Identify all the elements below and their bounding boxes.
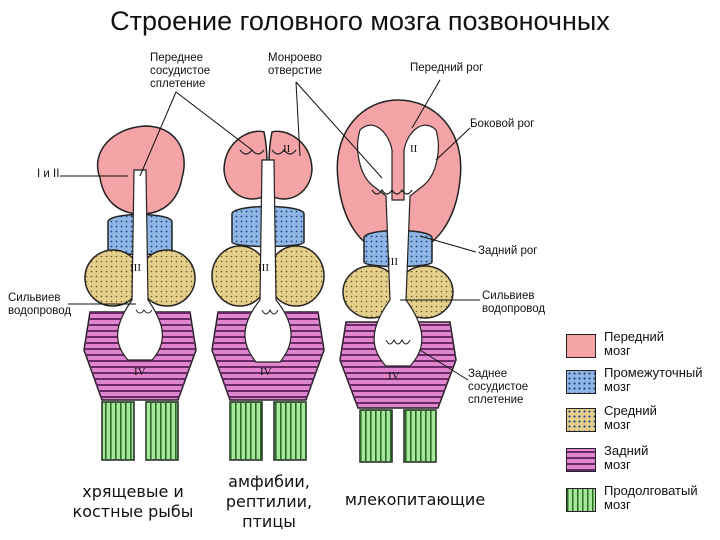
label-posterior-plexus: Заднее сосудистое сплетение [468, 368, 529, 406]
legend-label: Продолговатый мозг [604, 483, 698, 512]
roman-iii-amphibian: III [258, 262, 269, 274]
mammal-midbrain [342, 265, 454, 319]
amphibian-brain [211, 130, 325, 461]
roman-iv-fish: IV [134, 366, 146, 378]
amphibian-midbrain [211, 245, 325, 307]
roman-iii-fish: III [130, 262, 141, 274]
amphibian-medulla [229, 401, 307, 461]
amphibian-forebrain [223, 130, 313, 200]
legend-swatch [566, 370, 596, 394]
legend-swatch [566, 488, 596, 512]
mammal-brain [336, 99, 462, 463]
caption-fish: хрящевые и костные рыбы [72, 482, 194, 521]
fish-midbrain [84, 249, 196, 307]
roman-iv-mammal: IV [388, 370, 400, 382]
page-title: Строение головного мозга позвоночных [110, 6, 610, 36]
legend-item: Промежуточный мозг [566, 366, 716, 400]
roman-ii-amphibian: II [283, 143, 291, 155]
legend-label: Задний мозг [604, 443, 649, 472]
legend-item: Задний мозг [566, 444, 716, 478]
caption-amphibians: амфибии, рептилии, птицы [225, 472, 313, 531]
label-sylvian-aqueduct-left: Сильвиев водопровод [8, 292, 72, 317]
mammal-medulla [359, 409, 437, 463]
label-monro-foramen: Монроево отверстие [268, 52, 323, 77]
leader-lines [60, 79, 480, 381]
roman-iv-amphibian: IV [260, 366, 272, 378]
legend-label: Средний мозг [604, 403, 657, 432]
label-front-horn: Передний рог [410, 62, 484, 74]
amphibian-ventricle [239, 149, 297, 363]
legend-item: Средний мозг [566, 404, 716, 438]
legend-item: Передний мозг [566, 330, 716, 364]
label-one-two: I и II [37, 168, 60, 180]
legend-label: Передний мозг [604, 329, 665, 358]
legend-swatch [566, 334, 596, 358]
fish-medulla [101, 401, 179, 461]
caption-mammals: млекопитающие [344, 490, 486, 509]
legend-swatch [566, 448, 596, 472]
fish-brain [83, 125, 197, 461]
legend-swatch [566, 408, 596, 432]
label-anterior-plexus: Переднее сосудистое сплетение [150, 52, 211, 90]
legend-label: Промежуточный мозг [604, 365, 703, 394]
legend-item: Продолговатый мозг [566, 484, 716, 518]
label-rear-horn: Задний рог [478, 245, 538, 257]
roman-iii-mammal: III [387, 256, 398, 268]
fish-ventricle [117, 169, 163, 361]
label-sylvian-aqueduct-right: Сильвиев водопровод [482, 290, 546, 315]
label-lateral-horn: Боковой рог [470, 118, 535, 130]
roman-ii-mammal: II [410, 143, 418, 155]
